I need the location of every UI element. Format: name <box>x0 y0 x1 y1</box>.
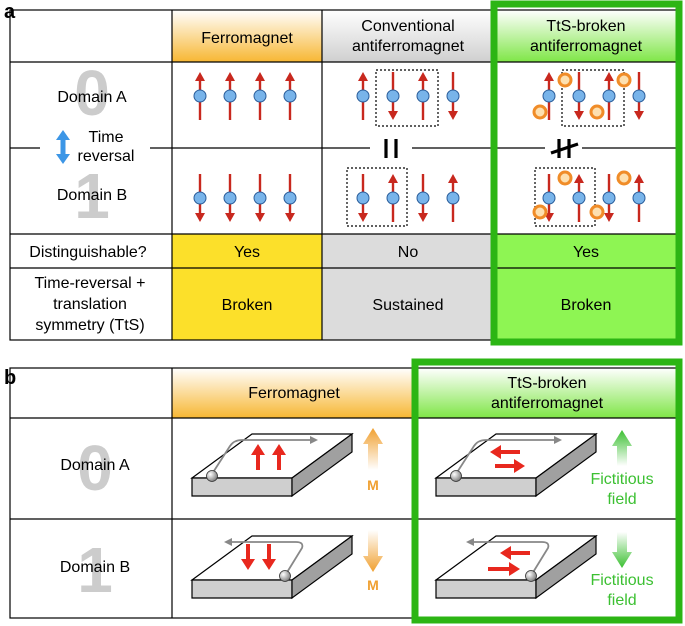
ferro-slab-domain-a <box>190 432 354 498</box>
afm-spin <box>356 72 370 120</box>
fictitious-b-line1: Fictitious <box>590 572 653 589</box>
ferro-spin-up <box>253 72 267 120</box>
ferro-spin-down <box>283 174 297 222</box>
conv-header-line2: antiferromagnet <box>352 38 465 55</box>
ferro-header-cell-b <box>172 368 415 418</box>
conv-header-line1: Conventional <box>361 18 454 35</box>
domain-b-label-b: Domain B <box>60 559 130 576</box>
distinguishable-tts: Yes <box>573 244 599 261</box>
domain-b-digit-b: 1 <box>77 534 113 606</box>
tts-spin <box>602 174 616 222</box>
ferro-spin-down <box>193 174 207 222</box>
time-reversal-line1: Time <box>89 129 124 146</box>
distinguishable-ferro: Yes <box>234 244 260 261</box>
tts-slab-domain-a <box>434 432 598 498</box>
tts-spin <box>572 174 586 222</box>
nonmagnetic-atom <box>532 204 548 220</box>
time-reversal-line2: reversal <box>78 148 135 165</box>
m-label-a: M <box>367 477 379 493</box>
domain-a-label-b: Domain A <box>60 457 130 474</box>
nonmagnetic-atom <box>557 72 573 88</box>
m-down-arrow-icon <box>363 530 383 572</box>
tts-header-cell-b <box>415 368 679 418</box>
tts-spin <box>632 174 646 222</box>
afm-spin <box>386 174 400 222</box>
nonmagnetic-atom <box>589 204 605 220</box>
tts-header-cell-a <box>494 10 679 62</box>
nonmagnetic-atom <box>616 170 632 186</box>
fictitious-up-arrow-icon <box>612 430 632 466</box>
afm-spin <box>416 174 430 222</box>
tts-tts-value: Broken <box>561 297 612 314</box>
domain-b-label-a: Domain B <box>57 187 127 204</box>
afm-spin <box>446 174 460 222</box>
tts-spin <box>602 72 616 120</box>
domain-a-digit-b: 0 <box>77 432 113 504</box>
ferro-spin-down <box>253 174 267 222</box>
conv-header-cell-a <box>322 10 494 62</box>
equal-sign-icon <box>384 139 398 158</box>
distinguishable-conv-cell <box>322 234 494 268</box>
tts-highlight-frame-b <box>411 358 683 624</box>
ferro-header-cell-a <box>172 10 322 62</box>
ferro-slab-domain-b <box>190 534 354 600</box>
tts-header-b-line2: antiferromagnet <box>491 395 604 412</box>
tts-conv-cell <box>322 268 494 340</box>
fictitious-down-arrow-icon <box>612 532 632 568</box>
nonmagnetic-atom <box>589 104 605 120</box>
tts-spin <box>632 72 646 120</box>
m-up-arrow-icon <box>363 428 383 470</box>
tts-label-line3: symmetry (TtS) <box>35 317 144 334</box>
tts-header-a-line1: TtS-broken <box>546 18 625 35</box>
afm-spin <box>446 72 460 120</box>
nonmagnetic-atom <box>557 170 573 186</box>
distinguishable-ferro-cell <box>172 234 322 268</box>
tts-header-a-line2: antiferromagnet <box>530 38 643 55</box>
not-equal-sign-icon <box>550 139 579 158</box>
tts-ferro-value: Broken <box>222 297 273 314</box>
tts-spin <box>542 72 556 120</box>
tts-highlight-frame-a <box>490 0 683 346</box>
tts-spin <box>572 72 586 120</box>
ferro-spin-up <box>193 72 207 120</box>
domain-b-digit-a: 1 <box>74 160 110 232</box>
ferro-spin-up <box>283 72 297 120</box>
fictitious-b-line2: field <box>607 592 636 609</box>
tts-label-line2: translation <box>53 296 127 313</box>
m-label-b: M <box>367 577 379 593</box>
afm-spin <box>416 72 430 120</box>
fictitious-a-line2: field <box>607 491 636 508</box>
tts-ferro-cell <box>172 268 322 340</box>
fictitious-a-line1: Fictitious <box>590 471 653 488</box>
tts-tts-cell <box>494 268 679 340</box>
spin-lattice <box>193 72 646 222</box>
ferro-spin-up <box>223 72 237 120</box>
tts-spin <box>542 174 556 222</box>
nonmagnetic-atom <box>532 104 548 120</box>
ferro-spin-down <box>223 174 237 222</box>
distinguishable-tts-cell <box>494 234 679 268</box>
afm-spin <box>356 174 370 222</box>
ferro-header-b: Ferromagnet <box>248 385 340 402</box>
afm-spin <box>386 72 400 120</box>
distinguishable-conv: No <box>398 244 419 261</box>
tts-slab-domain-b <box>434 534 598 600</box>
distinguishable-label: Distinguishable? <box>29 244 147 261</box>
domain-a-label-a: Domain A <box>57 89 127 106</box>
tts-label-line1: Time-reversal + <box>35 275 146 292</box>
domain-a-digit-a: 0 <box>74 57 110 129</box>
slab-illustrations <box>190 432 598 600</box>
time-reversal-arrow-icon <box>56 130 70 164</box>
ferro-header-a: Ferromagnet <box>201 30 293 47</box>
tts-header-b-line1: TtS-broken <box>507 375 586 392</box>
unit-cell-boxes <box>346 69 625 227</box>
tts-conv-value: Sustained <box>372 297 443 314</box>
nonmagnetic-atom <box>616 72 632 88</box>
